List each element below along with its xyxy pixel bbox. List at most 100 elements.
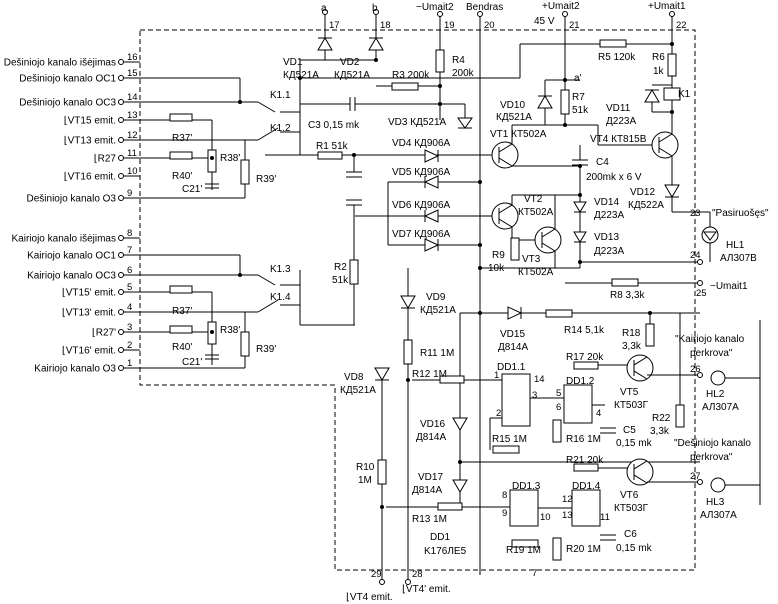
resistor-r39 <box>240 159 250 185</box>
label-hl2: HL2 <box>706 389 725 400</box>
resistor-r9 <box>510 237 520 261</box>
label-r19: R19 1M <box>506 545 541 556</box>
terminal-26 <box>697 372 703 378</box>
left-terminal-row: ⌊VT13 emit.12 <box>64 130 140 147</box>
label-vd13-type: Д223А <box>594 246 624 257</box>
transistor-vt6 <box>626 458 654 486</box>
label-vd9-type: КД521А <box>420 305 456 316</box>
terminal-dot <box>118 155 124 161</box>
terminal-number: 14 <box>127 92 138 103</box>
label-c21: C21' <box>182 184 202 195</box>
label-vd8: VD8 <box>344 372 364 383</box>
label-r38-left: R38' <box>220 325 240 336</box>
terminal-number: 3 <box>127 322 132 333</box>
pin-19: 19 <box>444 20 455 31</box>
terminal-number: 6 <box>127 265 132 276</box>
label-vt3-type: КТ502А <box>518 267 554 278</box>
label-r37-left: R37' <box>172 306 192 317</box>
label-hl1-type: АЛ307В <box>720 253 757 264</box>
resistor-r15 <box>492 445 520 454</box>
label-r13: R13 1M <box>412 514 447 525</box>
label-dd1-1: DD1.1 <box>497 362 526 373</box>
label-vd16-type: Д814А <box>416 432 446 443</box>
label-r12: R12 1M <box>412 369 447 380</box>
pin-28: 28 <box>412 569 423 580</box>
label-vd15-type: Д814А <box>498 342 528 353</box>
terminal-dot <box>118 137 124 143</box>
terminal-label: Dešiniojo kanalo OC1 <box>19 74 116 85</box>
label-vd8-type: КД521А <box>340 385 376 396</box>
transistor-vt4 <box>651 131 679 159</box>
terminal-label: ⌊VT15' emit. <box>62 288 116 299</box>
resistor-r1 <box>317 151 343 160</box>
label-r14: R14 5,1k <box>564 325 605 336</box>
terminal-29 <box>379 579 385 585</box>
left-terminal-row: Dešiniojo kanalo OC3 14 <box>19 92 140 109</box>
label-c5-value: 0,15 mk <box>616 438 653 449</box>
right-channel-network <box>140 60 301 199</box>
gate-dd1-1 <box>501 373 531 427</box>
resistor-r20 <box>552 537 562 561</box>
label-hl3: HL3 <box>706 497 725 508</box>
label-dd1-type: K176ЛЕ5 <box>424 546 467 557</box>
label-vd14-type: Д223А <box>594 210 624 221</box>
label-kairiojo-perkrova-2: perkrova" <box>690 348 733 359</box>
label-r9: R9 <box>492 250 505 261</box>
pin-24: 24 <box>690 250 701 261</box>
label-c5: C5 <box>623 425 636 436</box>
terminal-label: Dešiniojo kanalo OC3 <box>19 98 116 109</box>
label-vt6: VT6 <box>620 490 639 501</box>
resistor-r12 <box>439 375 465 384</box>
label-dd1-3: DD1.3 <box>512 481 541 492</box>
terminal-dot <box>118 289 124 295</box>
label-r10: R10 <box>356 462 375 473</box>
terminal-number: 10 <box>127 166 138 177</box>
gate-dd1-4 <box>571 489 601 527</box>
label-r18-value: 3,3k <box>622 341 642 352</box>
label-desiniojo-perkrova-1: "Dešiniojo kanalo <box>674 438 751 449</box>
label-r38: R38' <box>220 153 240 164</box>
terminal-label: Dešiniojo kanalo išėjimas <box>4 58 116 69</box>
label-vt2-type: КТ502А <box>518 207 554 218</box>
label-r9-value: 10k <box>488 263 505 274</box>
pin-numbers: 23 24 25 26 27 28 29 1 2 3 14 5 6 4 8 9 … <box>371 208 707 580</box>
terminal-dot <box>118 309 124 315</box>
label-dd1: DD1 <box>430 532 450 543</box>
board-outline <box>139 29 696 571</box>
terminal-umait1-pos: +Umait1 <box>648 1 686 12</box>
terminal-number: 2 <box>127 340 132 351</box>
diode-vd12 <box>664 184 680 198</box>
terminal-a: a <box>321 3 327 14</box>
label-k1-4: K1.4 <box>270 292 291 303</box>
pin-g4: 4 <box>596 408 601 419</box>
terminal-dot <box>118 195 124 201</box>
pin-g13: 13 <box>562 510 573 521</box>
diodes-vd1-vd2 <box>300 37 384 61</box>
resistor-r5 <box>599 39 627 48</box>
resistor-r37 <box>169 113 193 122</box>
label-r39: R39' <box>256 174 276 185</box>
pin-25: 25 <box>696 288 707 299</box>
resistor-r22 <box>675 404 685 428</box>
label-vt4: VT4 КТ815В <box>590 134 647 145</box>
label-vt3: VT3 <box>522 254 541 265</box>
label-c6-value: 0,15 mk <box>616 543 653 554</box>
resistor-r6 <box>667 53 677 77</box>
label-vd1-type: КД521А <box>283 70 319 81</box>
label-r37: R37' <box>172 133 192 144</box>
terminal-number: 8 <box>127 228 132 239</box>
pin-22: 22 <box>676 20 687 31</box>
diode-vd15 <box>507 306 523 320</box>
label-dd1-4: DD1.4 <box>572 481 601 492</box>
terminal-number: 12 <box>127 130 138 141</box>
terminal-label: Kairiojo kanalo OC1 <box>27 251 116 262</box>
left-terminal-row: ⌊VT13' emit.4 <box>62 302 140 319</box>
label-vd12: VD12 <box>630 187 655 198</box>
pin-29: 29 <box>371 569 382 580</box>
pin-g2: 2 <box>496 408 501 419</box>
label-vd14: VD14 <box>594 197 619 208</box>
